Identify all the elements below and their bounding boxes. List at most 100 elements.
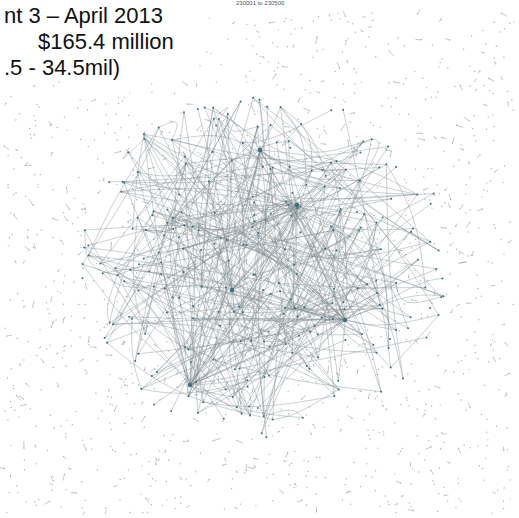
graph-dot [136,453,137,454]
graph-dot [141,465,142,466]
graph-pair [416,341,418,344]
graph-dot [17,338,18,339]
graph-dot [388,43,389,44]
graph-pair [449,194,451,199]
graph-dot [465,355,466,356]
graph-pair [481,51,484,53]
graph-dot [120,127,121,128]
graph-dot [64,317,65,318]
graph-dot [380,127,381,128]
graph-dot [169,120,170,121]
graph-dot [252,45,253,46]
graph-dot [150,175,151,176]
graph-dot [323,126,324,127]
graph-dot [147,512,148,513]
graph-dot [303,379,304,380]
graph-pair [196,83,197,86]
graph-dot [47,450,48,451]
graph-dot [55,319,56,320]
graph-pair [187,104,193,105]
graph-dot [224,458,225,459]
graph-dot [377,187,378,188]
graph-dot [425,404,426,405]
graph-pair [445,494,449,495]
graph-dot [10,401,11,402]
graph-dot [36,505,37,506]
graph-dot [106,324,107,325]
graph-dot [379,506,380,507]
graph-dot [22,300,23,301]
graph-edge [141,167,396,389]
graph-dot [504,165,505,166]
graph-edge [186,163,362,334]
graph-dot [10,476,11,477]
graph-dot [7,184,8,185]
graph-dot [437,184,438,185]
graph-dot [304,89,305,90]
graph-dot [322,49,323,50]
graph-dot [416,292,417,293]
graph-dot [96,321,97,322]
graph-dot [50,415,51,416]
graph-edge [297,186,325,274]
graph-dot [83,203,84,204]
graph-pair [110,243,112,250]
graph-dot [260,136,261,137]
graph-dot [424,459,425,460]
graph-dot [350,122,351,123]
graph-pair [88,336,90,342]
graph-dot [492,339,493,340]
graph-dot [274,154,275,155]
graph-dot [458,285,459,286]
graph-dot [132,188,133,189]
graph-dot [409,242,410,243]
graph-dot [79,99,80,100]
graph-dot [463,445,464,446]
graph-pair [254,458,259,460]
graph-dot [418,471,419,472]
graph-dot [98,418,99,419]
graph-dot [354,398,355,399]
graph-dot [486,431,487,432]
graph-dot [411,247,412,248]
graph-pair [467,303,472,304]
graph-dot [347,406,348,407]
graph-dot [225,460,226,461]
graph-dot [232,148,233,149]
graph-pair [408,274,409,277]
graph-dot [387,501,388,502]
graph-dot [240,503,241,504]
graph-edge [312,152,361,170]
graph-dot [410,506,411,507]
graph-dot [132,382,133,383]
graph-dot [209,17,210,18]
graph-pair [396,481,401,483]
graph-dot [209,343,210,344]
graph-pair [358,390,361,392]
graph-dot [494,61,495,62]
graph-edge [167,210,221,238]
graph-edge [107,275,117,323]
graph-dot [15,192,16,193]
graph-pair [440,227,445,229]
graph-pair [418,139,424,140]
graph-dot [433,484,434,485]
graph-dot [446,294,447,295]
graph-dot [494,228,495,229]
graph-dot [405,139,406,140]
graph-pair [415,39,421,40]
graph-dot [388,97,389,98]
graph-dot [379,142,380,143]
graph-dot [64,117,65,118]
graph-dot [134,403,135,404]
graph-pair [468,402,470,407]
graph-dot [370,238,371,239]
graph-dot [131,417,132,418]
graph-dot [268,61,269,62]
graph-dot [483,85,484,86]
graph-dot [118,97,119,98]
graph-dot [127,212,128,213]
graph-pair [260,56,264,58]
graph-dot [30,133,31,134]
graph-dot [507,466,508,467]
